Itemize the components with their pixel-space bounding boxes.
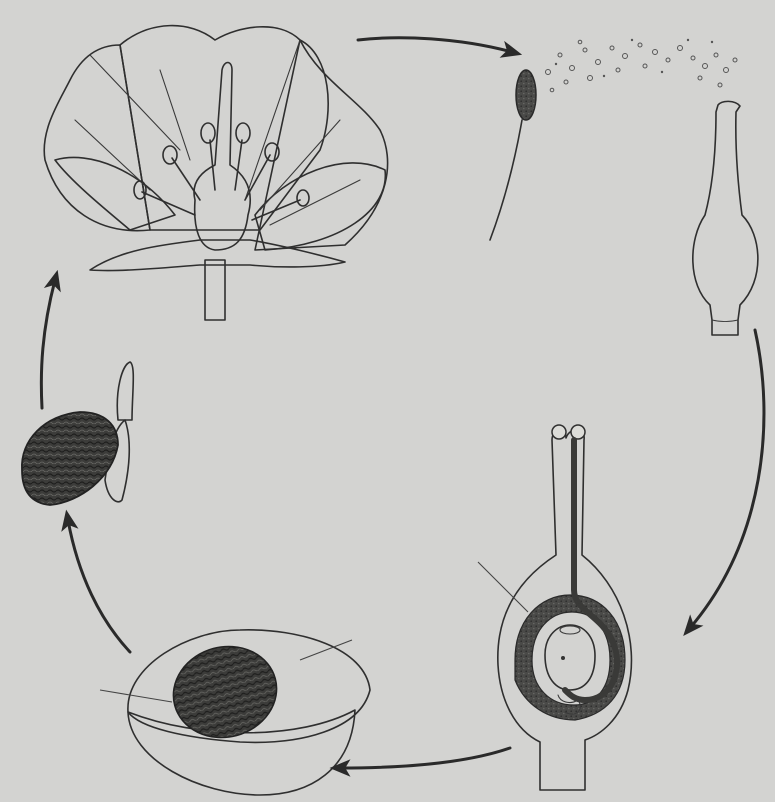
stamen-with-pollen-drawing (490, 39, 737, 240)
flower-drawing (44, 26, 387, 320)
arrow-pistil-to-ovary (690, 330, 764, 628)
arrow-fruit-to-seed (68, 520, 130, 652)
fertilized-ovary-drawing (478, 425, 631, 790)
arrow-ovary-to-fruit (340, 748, 510, 768)
germinating-seed-drawing (22, 362, 133, 505)
arrow-flower-to-pollen (358, 38, 512, 52)
pistil-drawing (693, 101, 758, 335)
fruit-cross-section-drawing (100, 630, 370, 795)
arrow-seed-to-flower (41, 280, 55, 408)
cycle-arrows (41, 38, 764, 768)
